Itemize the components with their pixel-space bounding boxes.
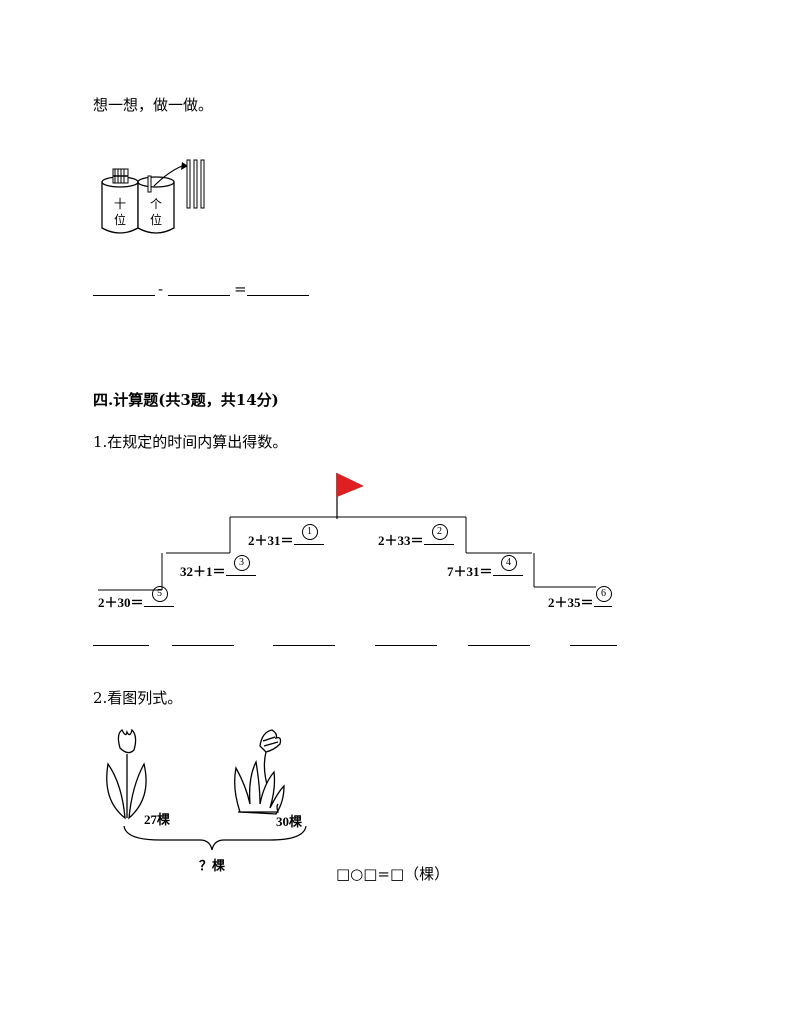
answer-blank-result[interactable] bbox=[247, 295, 309, 296]
instruction-think: 想一想，做一做。 bbox=[93, 96, 214, 114]
step-equation-2: 2＋33＝2 bbox=[378, 524, 454, 549]
step-equation-6: 2＋35＝6 bbox=[548, 586, 612, 611]
q1-answer-line[interactable] bbox=[273, 645, 335, 646]
q1-answer-line[interactable] bbox=[570, 645, 617, 646]
abacus-illustration: 十 位 个 位 bbox=[101, 159, 205, 234]
q1-answer-line[interactable] bbox=[172, 645, 234, 646]
minus-sign: - bbox=[158, 280, 164, 298]
tens-label-2: 位 bbox=[114, 212, 126, 227]
red-flag-icon bbox=[337, 473, 364, 497]
right-count-label: 30棵 bbox=[276, 814, 303, 829]
q1-answer-line[interactable] bbox=[375, 645, 437, 646]
flowers-illustration bbox=[106, 728, 307, 851]
tulip-with-grass-icon bbox=[234, 729, 285, 815]
answer-blank-1[interactable]: 1 bbox=[293, 524, 324, 545]
tens-label-1: 十 bbox=[114, 197, 126, 211]
answer-blank-2[interactable]: 2 bbox=[423, 524, 454, 545]
answer-blank-5[interactable]: 5 bbox=[143, 586, 174, 607]
step-equation-3: 32＋1＝3 bbox=[180, 555, 256, 580]
total-brace bbox=[123, 825, 307, 851]
ones-label-1: 个 bbox=[150, 197, 162, 211]
step-equation-1: 2＋31＝1 bbox=[248, 524, 324, 549]
equals-sign: = bbox=[234, 280, 247, 298]
q1-answer-line[interactable] bbox=[468, 645, 530, 646]
answer-blank-subtrahend[interactable] bbox=[168, 295, 230, 296]
tulip-icon bbox=[106, 728, 147, 820]
answer-blank-6[interactable]: 6 bbox=[593, 586, 612, 607]
answer-blank-4[interactable]: 4 bbox=[492, 555, 523, 576]
formula-template: □○□=□（棵） bbox=[336, 865, 450, 883]
total-label: ？棵 bbox=[199, 858, 226, 873]
section-heading: 四.计算题(共3题，共14分) bbox=[93, 391, 279, 409]
step-equation-4: 7＋31＝4 bbox=[447, 555, 523, 580]
answer-blank-3[interactable]: 3 bbox=[225, 555, 256, 576]
ones-label-2: 位 bbox=[150, 212, 162, 227]
q1-answer-line[interactable] bbox=[93, 645, 149, 646]
q2-instruction: 2.看图列式。 bbox=[93, 689, 183, 707]
step-equation-5: 2＋30＝5 bbox=[98, 586, 174, 611]
answer-blank-minuend[interactable] bbox=[93, 295, 155, 296]
q1-instruction: 1.在规定的时间内算出得数。 bbox=[93, 433, 288, 451]
left-count-label: 27棵 bbox=[144, 812, 171, 827]
staircase-diagram bbox=[98, 473, 596, 591]
